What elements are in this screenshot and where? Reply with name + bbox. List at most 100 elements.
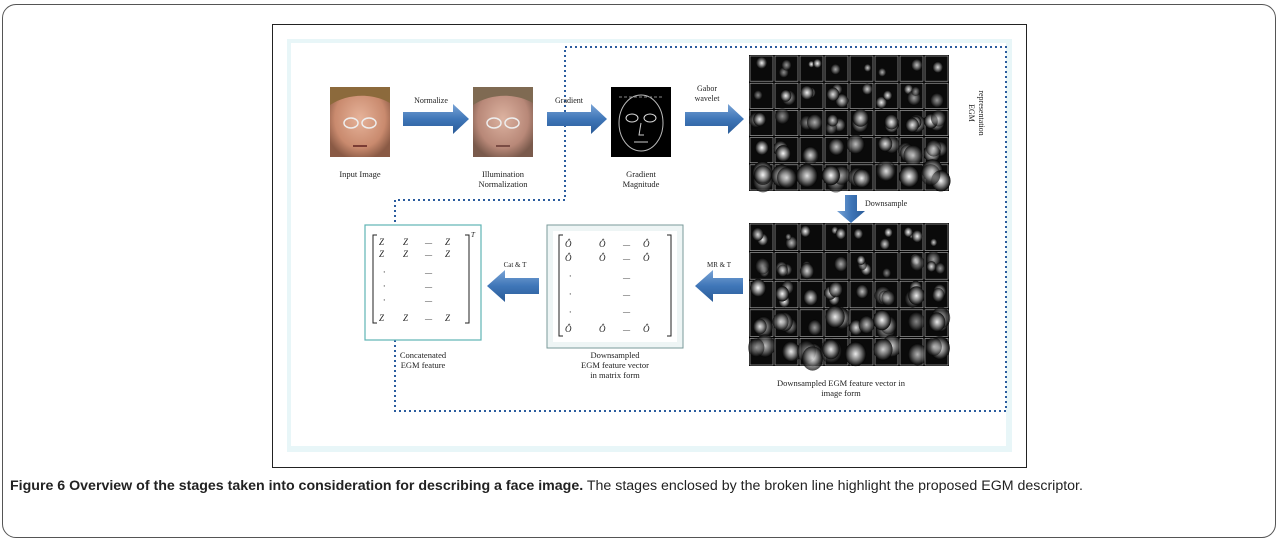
gabor-blob	[755, 140, 769, 156]
svg-text:—: —	[424, 238, 433, 247]
gabor-blob	[932, 288, 945, 303]
concatenated-matrix-box: T Z Z — Z Z Z — Z · · · — — — Z Z — Z	[364, 224, 482, 341]
gabor-blob	[899, 165, 920, 188]
gabor-blob	[796, 164, 818, 188]
svg-text:Ô: Ô	[643, 253, 650, 263]
svg-text:T: T	[471, 231, 476, 239]
gabor-blob	[909, 254, 925, 272]
svg-text:·: ·	[383, 267, 385, 277]
svg-text:Ô: Ô	[599, 324, 606, 334]
gabor-blob	[907, 343, 928, 366]
gabor-blob	[802, 146, 819, 165]
gabor-blob	[911, 229, 923, 243]
gabor-blob	[911, 58, 923, 72]
normalized-face-image	[473, 87, 533, 157]
gabor-blob	[876, 159, 896, 182]
gabor-blob	[928, 312, 946, 332]
svg-text:Ô: Ô	[643, 239, 650, 249]
gabor-blob	[822, 339, 840, 360]
gabor-blob	[834, 256, 848, 272]
downsample-arrow	[837, 195, 865, 223]
svg-text:—: —	[622, 290, 631, 299]
gabor-blob	[781, 341, 800, 362]
gabor-blob	[853, 228, 864, 240]
gabor-cell	[874, 55, 899, 82]
gabor-blob	[878, 67, 887, 77]
svg-text:Ô: Ô	[565, 253, 572, 263]
svg-text:Z: Z	[403, 249, 409, 259]
gradient-magnitude-image	[611, 87, 671, 157]
gabor-blob	[853, 168, 871, 188]
gabor-blob	[755, 56, 768, 70]
illumination-label-line2: Normalization	[478, 179, 528, 189]
gabor-blob	[903, 145, 923, 166]
gabor-blob	[855, 284, 869, 299]
gabor-blob	[753, 112, 767, 127]
gabor-blob	[852, 108, 869, 127]
gabor-blob	[826, 87, 840, 102]
gabor-blob	[926, 261, 937, 272]
gabor-blob	[800, 85, 814, 100]
gabor-cell	[849, 55, 874, 82]
concat-label-line2: EGM feature	[401, 360, 446, 370]
svg-text:Ô: Ô	[599, 253, 606, 263]
gabor-blob	[879, 238, 890, 250]
gabor-blob	[775, 286, 789, 302]
svg-text:·: ·	[569, 307, 571, 317]
gabor-arrow	[685, 104, 744, 134]
gabor-blob	[751, 227, 764, 242]
gabor-blob	[930, 92, 944, 108]
svg-text:Ô: Ô	[565, 324, 572, 334]
gradient-arrow-label: Gradient	[555, 96, 584, 105]
gabor-blob	[930, 110, 947, 127]
gabor-blob	[881, 290, 896, 306]
gabor-blob	[813, 58, 822, 69]
gabor-blob	[807, 319, 822, 336]
gabor-blob	[803, 289, 818, 306]
mr-t-label: MR & T	[707, 261, 732, 269]
gabor-blob	[772, 312, 789, 331]
svg-text:—: —	[424, 250, 433, 259]
ds-matrix-label-line3: in matrix form	[590, 370, 640, 380]
cat-t-arrow	[487, 270, 539, 302]
gradient-label-line2: Magnitude	[623, 179, 660, 189]
gabor-blob	[753, 318, 767, 335]
svg-text:—: —	[622, 273, 631, 282]
mr-t-arrow	[695, 270, 743, 302]
gabor-blob	[755, 257, 770, 275]
gabor-blob	[903, 226, 913, 238]
gabor-blob	[753, 90, 763, 101]
gabor-blob	[925, 337, 942, 356]
concat-label-line1: Concatenated	[400, 350, 447, 360]
svg-text:Z: Z	[403, 313, 409, 323]
gabor-blob	[806, 113, 823, 131]
downsample-label: Downsample	[865, 199, 908, 208]
ds-image-label-line1: Downsampled EGM feature vector in	[777, 378, 906, 388]
gabor-label-line2: wavelet	[695, 94, 721, 103]
gabor-blob	[875, 96, 887, 109]
gabor-blob	[775, 145, 791, 162]
svg-text:—: —	[622, 240, 631, 249]
svg-text:·: ·	[383, 281, 385, 291]
gabor-blob	[777, 264, 789, 277]
input-image-label: Input Image	[339, 169, 381, 179]
egm-side-label-line1: EGM	[967, 104, 976, 122]
gabor-blob	[747, 338, 765, 357]
figure-caption: Figure 6 Overview of the stages taken in…	[10, 476, 1270, 497]
svg-text:·: ·	[383, 295, 385, 305]
gabor-blob	[856, 255, 866, 266]
figure-frame: Input Image Normalize Illumination Norma…	[272, 24, 1027, 468]
gabor-blob	[932, 61, 944, 74]
svg-text:Z: Z	[445, 237, 451, 247]
ds-image-label-line2: image form	[821, 388, 861, 398]
gradient-label-line1: Gradient	[626, 169, 656, 179]
svg-text:Z: Z	[379, 249, 385, 259]
normalize-arrow	[403, 104, 469, 134]
gabor-blob	[882, 267, 892, 279]
gabor-blob	[930, 238, 938, 247]
svg-text:Z: Z	[445, 249, 451, 259]
svg-text:—: —	[424, 296, 433, 305]
gabor-blob	[920, 164, 941, 186]
gabor-blob	[863, 63, 872, 72]
gabor-blob	[925, 139, 942, 157]
